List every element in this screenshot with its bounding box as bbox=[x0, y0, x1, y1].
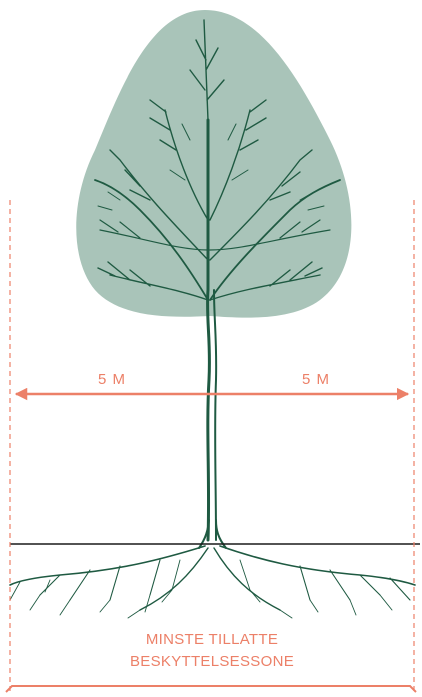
right-distance-label: 5 M bbox=[302, 371, 330, 388]
caption-line-1: MINSTE TILLATTE bbox=[146, 631, 278, 648]
protection-zone-bracket bbox=[6, 686, 416, 692]
left-distance-label: 5 M bbox=[98, 371, 126, 388]
caption-line-2: BESKYTTELSESSONE bbox=[130, 653, 294, 670]
